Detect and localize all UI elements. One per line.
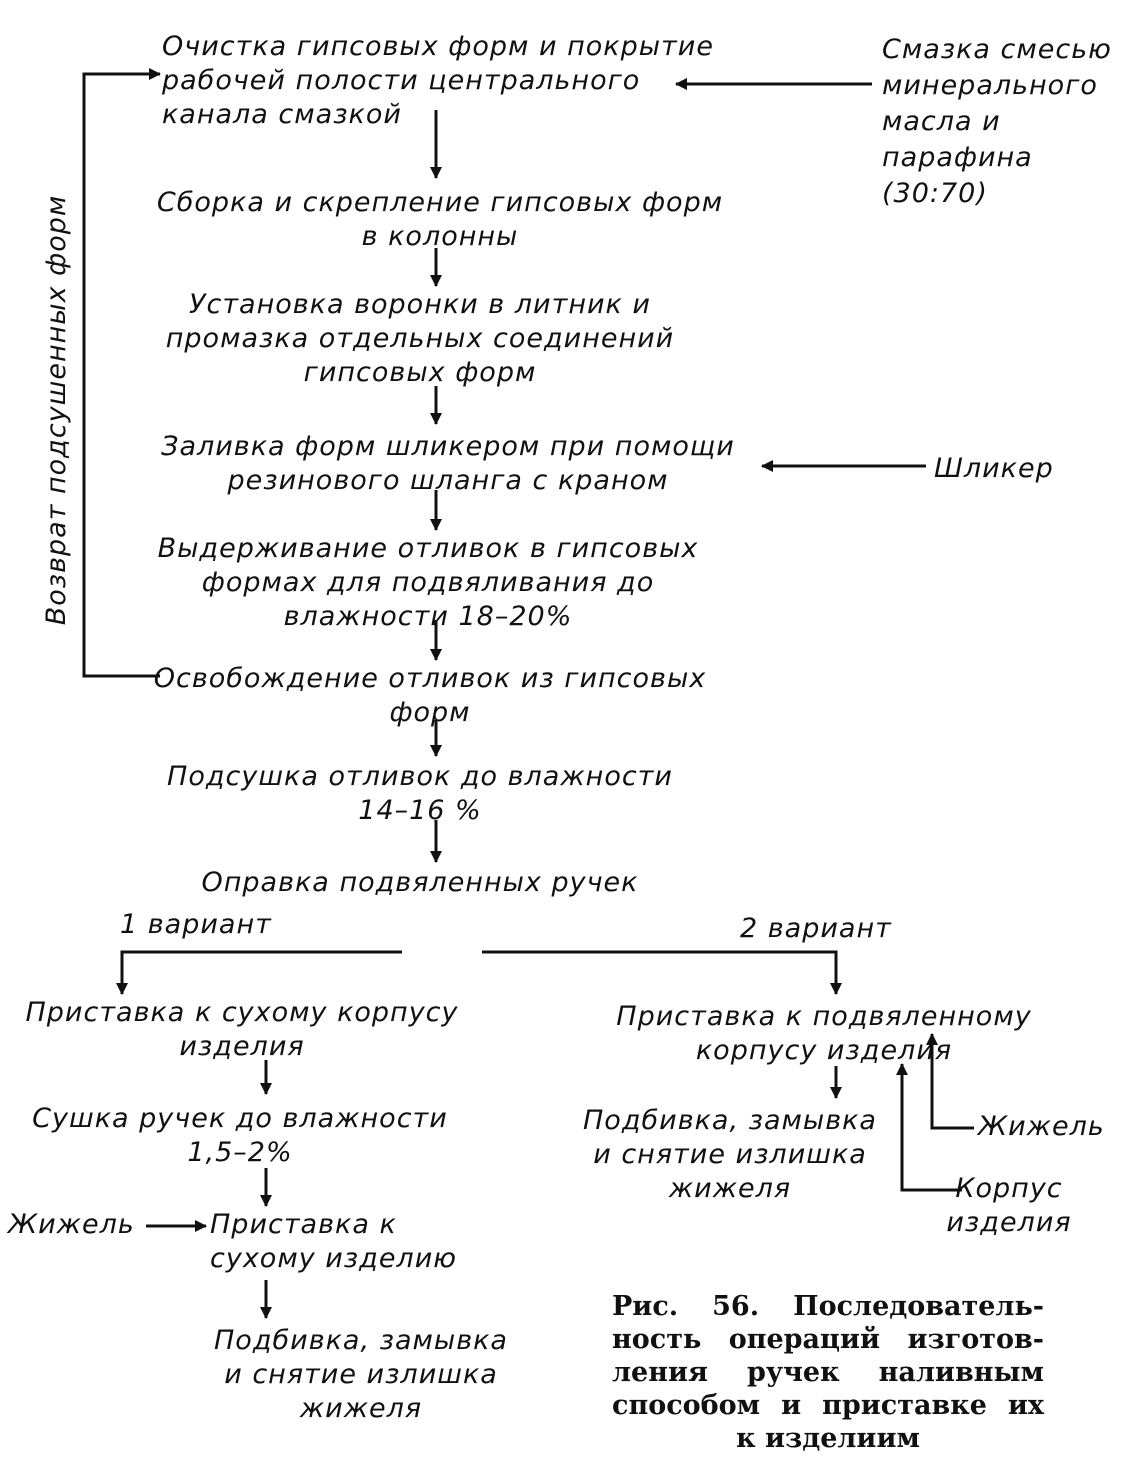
- step-predrying: Подсушка отливок до влажности 14–16 %: [167, 761, 673, 826]
- step-holding: Выдерживание отливок в гипсовых формах д…: [157, 533, 699, 632]
- branch-variant2-line: [482, 950, 842, 995]
- step-clean-forms: Очистка гипсовых форм и покрытие рабочей…: [162, 31, 714, 130]
- v2-finishing: Подбивка, замывка и снятие излишка жижел…: [583, 1105, 877, 1204]
- step-lubricant-mix: Смазка смесью минерального масла и параф…: [882, 34, 1112, 209]
- step-funnel: Установка воронки в литник и промазка от…: [165, 289, 675, 388]
- v1-slurry-input: Жижель: [8, 1209, 135, 1240]
- v1-finishing: Подбивка, замывка и снятие излишка жижел…: [214, 1325, 508, 1424]
- v2-ware-body-input: Корпус изделия: [946, 1173, 1072, 1238]
- return-forms-label: Возврат подсушенных форм: [41, 194, 72, 626]
- step-release: Освобождение отливок из гипсовых форм: [153, 663, 707, 728]
- caption-line: к изделиим: [736, 1423, 920, 1454]
- step-pouring: Заливка форм шликером при помощи резинов…: [161, 431, 735, 496]
- arrow-v2-slurry-input: [926, 1033, 974, 1130]
- v2-slurry-input: Жижель: [978, 1111, 1105, 1142]
- branch-variant1-line: [116, 950, 402, 995]
- input-slip: Шликер: [934, 453, 1054, 484]
- variant1-label: 1 вариант: [120, 909, 272, 940]
- step-trimming: Оправка подвяленных ручек: [201, 867, 639, 898]
- caption-line: ления ручек наливным: [612, 1357, 1044, 1388]
- arrow-v2-body-input: [896, 1063, 962, 1192]
- v2-attach-leather-body: Приставка к подвяленному корпусу изделия: [616, 1001, 1032, 1066]
- caption-line: ность операций изготов-: [612, 1324, 1044, 1355]
- return-loop-line: [82, 68, 161, 678]
- variant2-label: 2 вариант: [740, 913, 892, 944]
- v1-attach-dry-ware: Приставка к сухому изделию: [210, 1209, 457, 1274]
- v1-attach-dry-body: Приставка к сухому корпусу изделия: [25, 997, 459, 1062]
- caption-line: Рис. 56. Последователь-: [612, 1291, 1044, 1322]
- figure-caption: Рис. 56. Последователь- ность операций и…: [612, 1290, 1044, 1455]
- step-assembly: Сборка и скрепление гипсовых форм в коло…: [156, 187, 724, 252]
- v1-drying: Сушка ручек до влажности 1,5–2%: [32, 1103, 448, 1168]
- caption-line: способом и приставке их: [612, 1390, 1044, 1421]
